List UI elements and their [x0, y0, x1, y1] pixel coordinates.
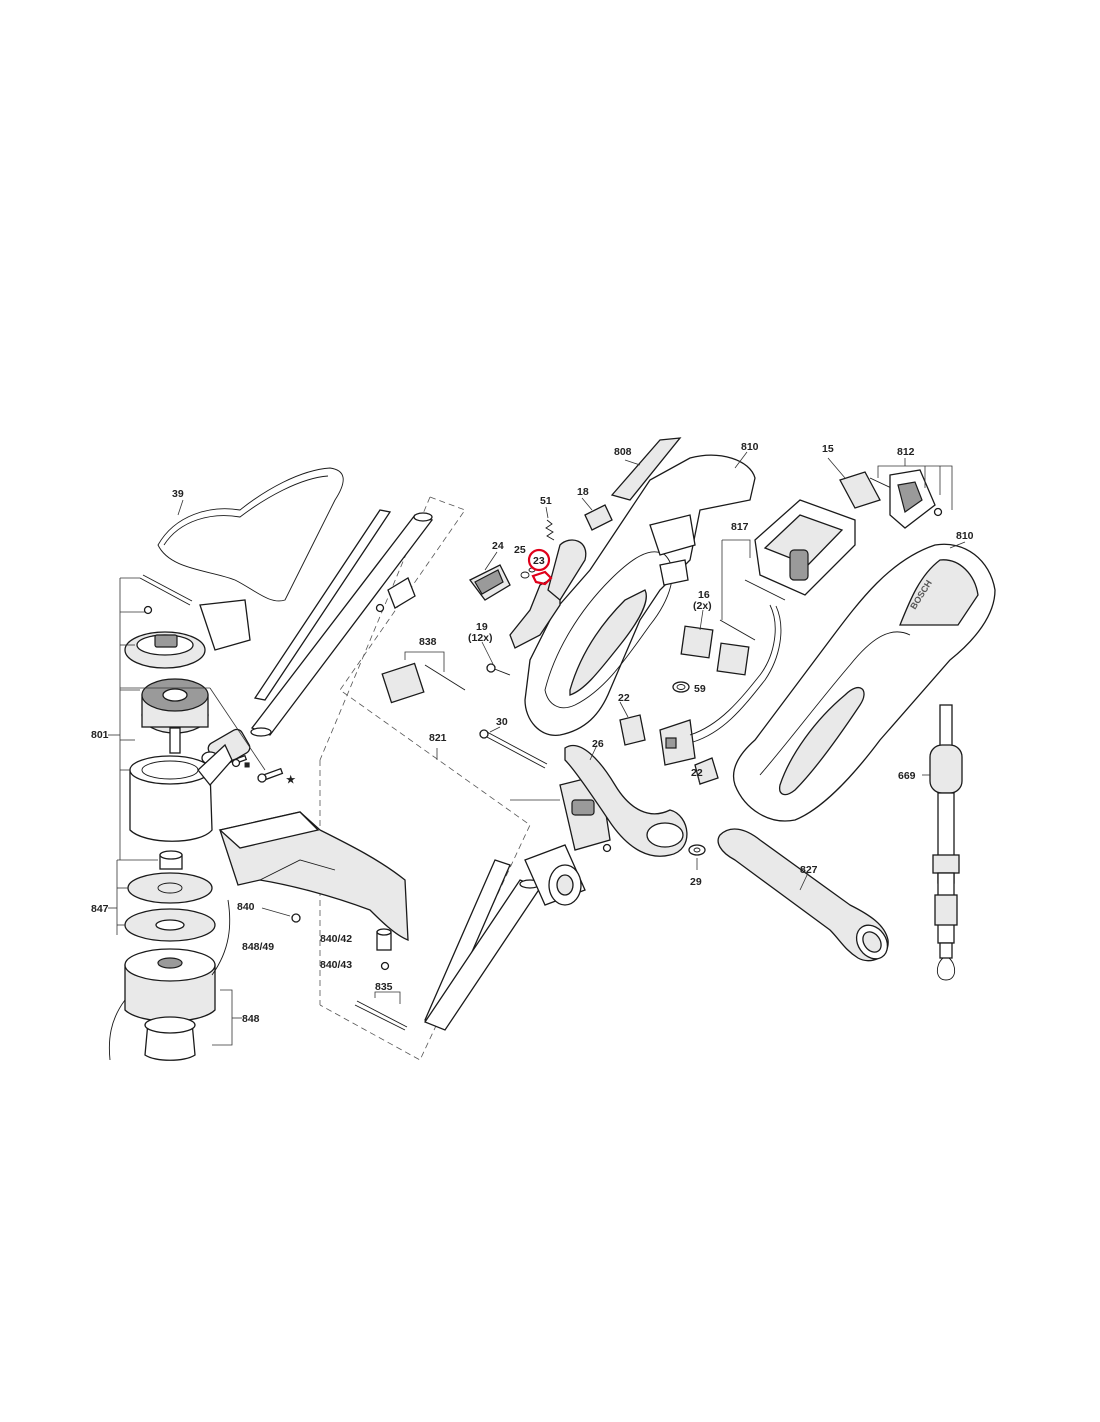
label-22-a: 22 [618, 692, 630, 704]
part-22-clip-a [619, 714, 646, 746]
part-trigger [547, 539, 587, 601]
part-801-motor-housing [124, 599, 284, 842]
label-51: 51 [540, 495, 552, 507]
part-16-pad-b [716, 642, 750, 676]
label-22-b: 22 [691, 767, 703, 779]
symbol-star: ★ [286, 774, 296, 786]
label-827: 827 [800, 864, 818, 876]
highlight-circle-part-23 [527, 548, 551, 572]
label-817: 817 [731, 521, 749, 533]
part-18-cap [584, 504, 613, 531]
part-835-cable-tie [354, 1004, 406, 1031]
label-23: 23 [533, 555, 545, 567]
part-switch-module [659, 719, 696, 766]
label-19: 19 [476, 621, 488, 633]
part-29-washer [688, 844, 706, 856]
label-801: 801 [91, 729, 109, 741]
label-810-right: 810 [956, 530, 974, 542]
part-15-block [839, 471, 881, 509]
label-821: 821 [429, 732, 447, 744]
label-838: 838 [419, 636, 437, 648]
label-847: 847 [91, 903, 109, 915]
part-847-spool-disks [124, 850, 216, 942]
part-669-shoulder-strap [929, 704, 963, 981]
part-817-pin [719, 619, 756, 641]
part-840-43-screw [380, 961, 390, 971]
label-15: 15 [822, 443, 834, 455]
label-39: 39 [172, 488, 184, 500]
assembly-frame-821 [319, 496, 531, 1061]
symbol-square: ■ [244, 759, 250, 771]
part-tube-clip [387, 577, 416, 609]
assembly-frame-edge [319, 496, 431, 761]
part-840-guard [218, 811, 409, 941]
label-840: 840 [237, 901, 255, 913]
part-wiring [689, 604, 776, 736]
label-810-top: 810 [741, 441, 759, 453]
part-817-electronics [744, 499, 856, 601]
label-24: 24 [492, 540, 504, 552]
label-840-43: 840/43 [320, 959, 352, 971]
part-30-long-screw [484, 735, 546, 769]
label-835: 835 [375, 981, 393, 993]
label-848: 848 [242, 1013, 260, 1025]
part-848-trimmer-head [108, 899, 231, 1061]
label-840-42: 840/42 [320, 933, 352, 945]
label-848-49: 848/49 [242, 941, 274, 953]
label-59: 59 [694, 683, 706, 695]
label-669: 669 [898, 770, 916, 782]
label-808: 808 [614, 446, 632, 458]
part-25-spring [520, 571, 530, 579]
highlight-arrow-part-23 [531, 570, 553, 586]
label-16-quantity: (2x) [693, 600, 712, 612]
label-30: 30 [496, 716, 508, 728]
part-808-label-strip [610, 437, 682, 501]
label-25: 25 [514, 544, 526, 556]
part-59-ring [672, 681, 690, 693]
part-screw [143, 605, 153, 615]
label-26: 26 [592, 738, 604, 750]
part-16-pad-a [680, 625, 714, 659]
label-18: 18 [577, 486, 589, 498]
part-cable-tie [139, 577, 191, 606]
label-19-quantity: (12x) [468, 632, 493, 644]
label-812: 812 [897, 446, 915, 458]
label-16: 16 [698, 589, 710, 601]
part-838-label [381, 662, 425, 704]
label-29: 29 [690, 876, 702, 888]
part-shaft-tubes [250, 509, 541, 1031]
part-39-wire-loop [157, 467, 344, 602]
part-51-spring [545, 519, 555, 541]
